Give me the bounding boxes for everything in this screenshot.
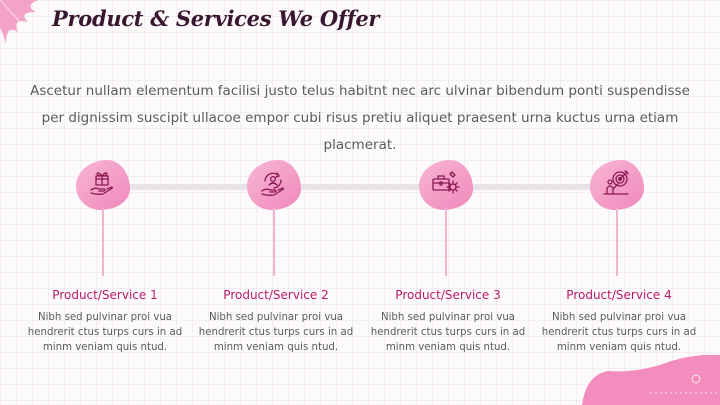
timeline-line xyxy=(100,184,630,190)
service-name: Product/Service 1 xyxy=(52,288,158,302)
timeline-stem xyxy=(616,208,618,276)
service-icon-blob xyxy=(247,160,301,210)
service-name: Product/Service 3 xyxy=(395,288,501,302)
timeline-stem xyxy=(445,208,447,276)
target-person-icon xyxy=(603,170,629,195)
intro-paragraph: Ascetur nullam elementum facilisi justo … xyxy=(30,83,690,153)
pink-wave-decoration xyxy=(582,355,720,405)
timeline-stem xyxy=(273,208,275,276)
gift-hand-icon xyxy=(90,172,113,195)
service-icon-blob xyxy=(419,160,473,210)
service-description: Nibh sed pulvinar proi vua hendrerit ctu… xyxy=(370,312,526,353)
service-name: Product/Service 4 xyxy=(566,288,672,302)
palm-leaf-decoration xyxy=(0,0,38,44)
service-description: Nibh sed pulvinar proi vua hendrerit ctu… xyxy=(541,312,697,353)
timeline-stem xyxy=(102,208,104,276)
service-description: Nibh sed pulvinar proi vua hendrerit ctu… xyxy=(198,312,354,353)
page-title: Product & Services We Offer xyxy=(52,6,380,31)
service-name: Product/Service 2 xyxy=(223,288,329,302)
user-cycle-hand-icon xyxy=(261,172,284,196)
briefcase-gear-icon xyxy=(432,171,460,194)
service-description: Nibh sed pulvinar proi vua hendrerit ctu… xyxy=(27,312,183,353)
